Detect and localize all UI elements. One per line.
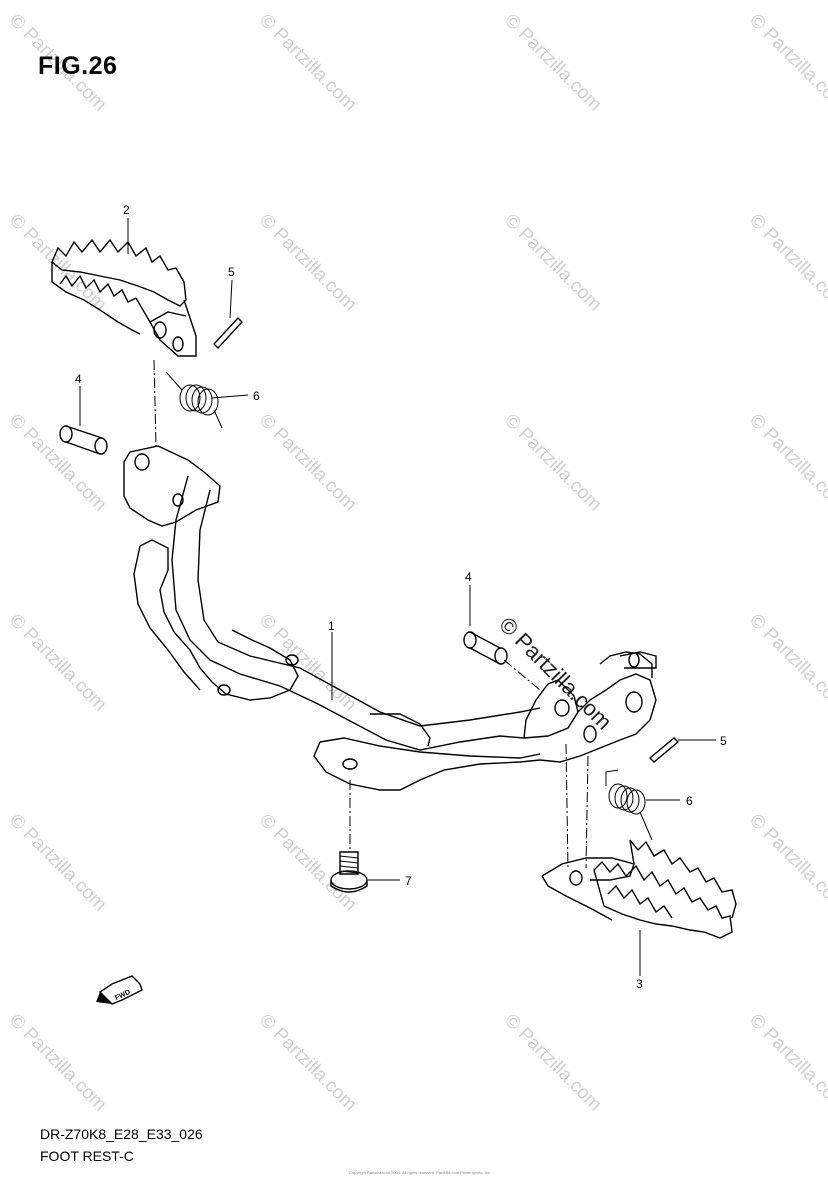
callout-6-left: 6 [253,389,260,403]
right-cotter-pin [648,737,680,763]
copyright-text: Copyright Partzilla.com 2004. All rights… [348,1170,492,1175]
left-footrest-peg [51,238,197,357]
callout-6-right: 6 [686,794,693,808]
right-footrest-peg [541,839,737,939]
callout-5-right: 5 [720,734,727,748]
callout-1: 1 [328,619,335,633]
left-return-spring [165,371,223,429]
callout-leaders [79,218,716,976]
callout-4-right: 4 [465,570,472,584]
callout-5-left: 5 [228,265,235,279]
callout-2: 2 [123,203,130,217]
left-cotter-pin [213,316,243,350]
fwd-arrow-icon: FWD [96,975,143,1005]
footrest-bracket [123,445,657,791]
right-pivot-pin [463,631,508,665]
assembly-lines [153,359,589,871]
callout-3: 3 [636,977,643,991]
callout-4-left: 4 [75,372,82,386]
right-return-spring [605,769,653,841]
left-pivot-pin [59,425,108,455]
figure-code: DR-Z70K8_E28_E33_026 [40,1126,203,1142]
figure-title: FIG.26 [38,52,118,80]
figure-name: FOOT REST-C [40,1148,134,1164]
callout-7: 7 [405,874,412,888]
bolt [330,851,368,893]
